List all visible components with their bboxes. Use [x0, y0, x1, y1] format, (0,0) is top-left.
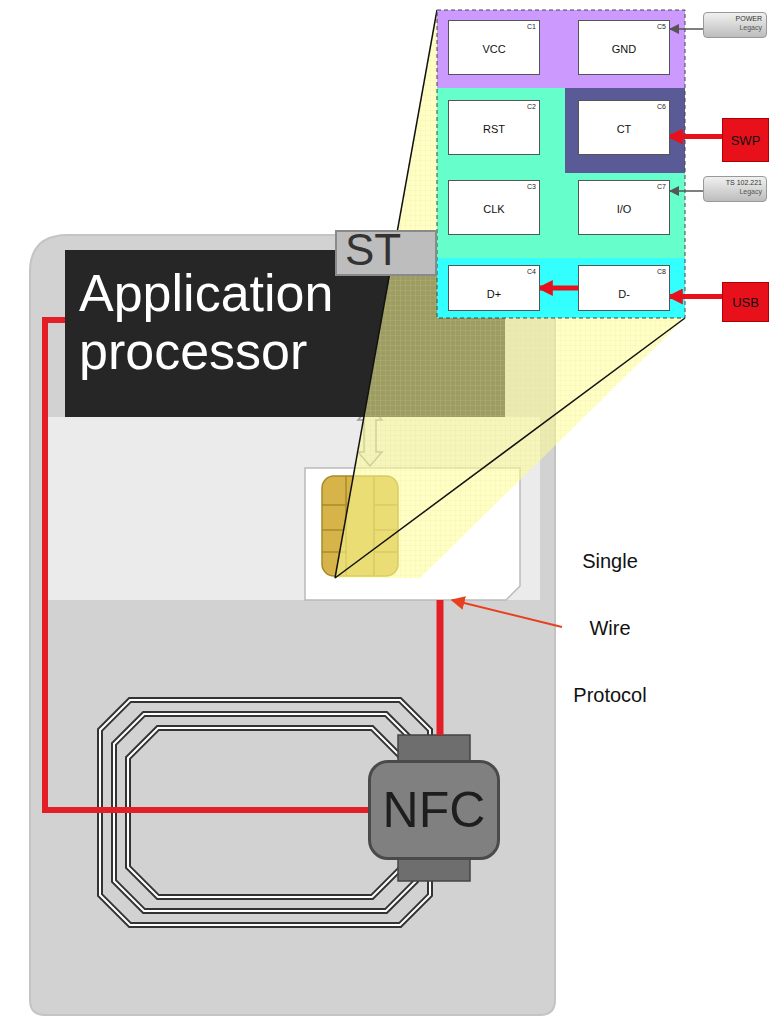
pin-number: C2 [527, 103, 536, 111]
node-text: RST [483, 123, 505, 136]
protocol-label: Single Wire Protocol [560, 528, 660, 729]
node-text: ST [345, 232, 435, 268]
nfc-controller: NFC [368, 760, 500, 860]
pin-box: C6CT [578, 100, 670, 155]
node-text: D+ [487, 288, 501, 301]
legacy-tag: POWERLegacy [703, 12, 767, 38]
zoom-line [335, 318, 685, 578]
node-text: TS 102.221 [708, 178, 762, 187]
pin-number: C5 [657, 23, 666, 31]
nfc-terminal [398, 735, 470, 763]
usb-arrow [540, 286, 578, 291]
pin-box: C4D+ [448, 265, 540, 311]
protocol-tag: USB [722, 282, 769, 322]
node-text: CLK [483, 203, 504, 216]
node-text: CT [617, 123, 632, 136]
node-text: Legacy [708, 187, 762, 196]
swp-wire [437, 600, 444, 735]
pin-number: C6 [657, 103, 666, 111]
node-text: VCC [482, 43, 505, 56]
pin-panel-outline [437, 10, 685, 318]
nfc-terminal [398, 857, 470, 881]
pin-box: C5GND [578, 20, 670, 75]
pin-number: C4 [527, 268, 536, 276]
swp-arrow [670, 134, 722, 139]
node-text: POWER [708, 14, 762, 23]
pin-number: C8 [657, 268, 666, 276]
legacy-band [437, 88, 685, 258]
pin-number: C3 [527, 183, 536, 191]
pin-box: C8D- [578, 265, 670, 311]
usb-arrow [670, 294, 722, 299]
pin-box: C3CLK [448, 180, 540, 235]
legacy-arrow [670, 190, 703, 192]
pin-box: C1VCC [448, 20, 540, 75]
leader-arrow [452, 600, 562, 627]
legacy-tag: TS 102.221Legacy [703, 176, 767, 202]
zoom-texture [335, 10, 685, 578]
ct-cell [565, 88, 685, 173]
node-text: USB [732, 295, 759, 310]
pin-box: C7I/O [578, 180, 670, 235]
node-text: GND [612, 43, 636, 56]
pin-number: C1 [527, 23, 536, 31]
node-text: I/O [617, 203, 632, 216]
pin-number: C7 [657, 183, 666, 191]
usb-band [437, 258, 685, 318]
zoom-cone [335, 10, 685, 578]
protocol-tag: SWP [722, 118, 769, 162]
node-text: D- [618, 288, 630, 301]
pin-box: C2RST [448, 100, 540, 155]
legacy-arrow [670, 28, 703, 30]
node-text: SWP [731, 133, 761, 148]
node-text: Legacy [708, 23, 762, 32]
node-text: NFC [383, 781, 486, 839]
chip-label-box: ST [335, 230, 437, 276]
power-band [437, 10, 685, 88]
node-text: Application processor [79, 264, 379, 380]
